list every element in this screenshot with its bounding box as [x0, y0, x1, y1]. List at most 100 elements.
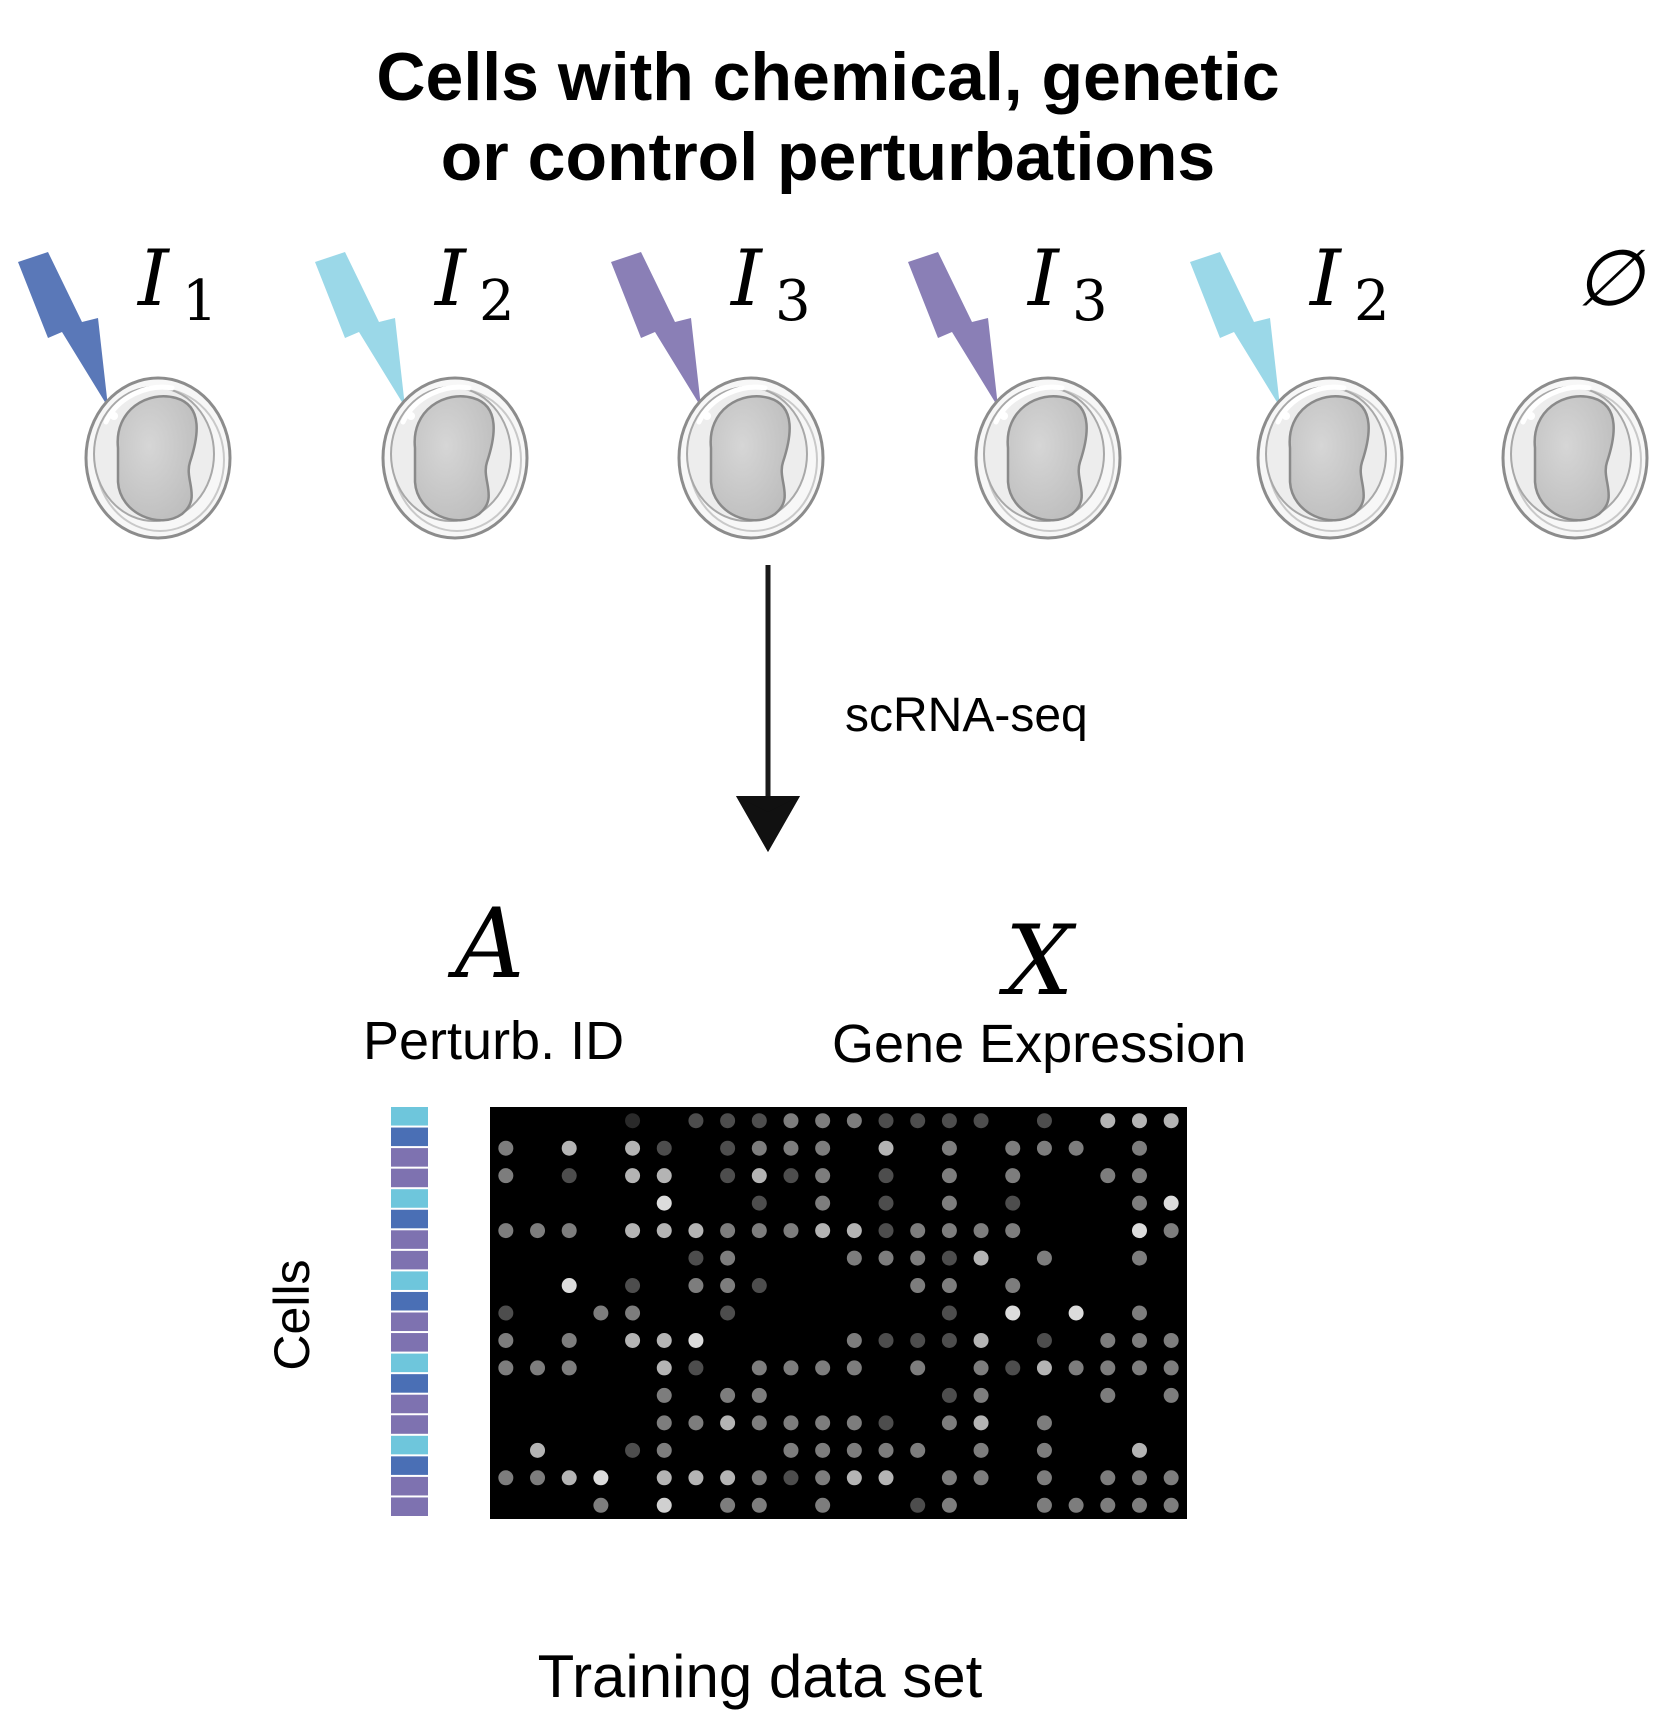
expression-dot [878, 1140, 894, 1156]
expression-dot [530, 1470, 546, 1486]
expression-dot [498, 1470, 514, 1486]
expression-dot [1131, 1250, 1147, 1266]
expression-dot [846, 1470, 862, 1486]
expression-dot [1131, 1497, 1147, 1513]
expression-dot [751, 1113, 767, 1129]
expression-dot [941, 1332, 957, 1348]
expression-dot [910, 1223, 926, 1239]
expression-dot [625, 1278, 641, 1294]
expression-dot [498, 1140, 514, 1156]
expression-dot [625, 1168, 641, 1184]
expression-dot [1036, 1442, 1052, 1458]
expression-dot [1163, 1113, 1179, 1129]
expression-dot [1163, 1497, 1179, 1513]
expression-dot [815, 1223, 831, 1239]
perturbation-subscript: 1 [182, 269, 218, 334]
expression-dot [720, 1278, 736, 1294]
expression-dot [941, 1387, 957, 1403]
perturbation-bolt-icon [908, 252, 998, 407]
expression-dot [751, 1195, 767, 1211]
expression-dot [625, 1442, 641, 1458]
expression-dot [498, 1332, 514, 1348]
expression-dot [751, 1223, 767, 1239]
expression-dot [1131, 1140, 1147, 1156]
expression-dot [656, 1442, 672, 1458]
expression-dot [751, 1415, 767, 1431]
expression-dot [941, 1113, 957, 1129]
expression-dot [1005, 1168, 1021, 1184]
expression-dot [910, 1250, 926, 1266]
scrna-seq-label: scRNA-seq [845, 689, 1088, 742]
expression-dot [941, 1470, 957, 1486]
expression-dot [625, 1223, 641, 1239]
perturb-id-cell [391, 1189, 428, 1208]
perturb-id-cell [391, 1127, 428, 1147]
expression-dot [878, 1442, 894, 1458]
expression-dot [910, 1113, 926, 1129]
perturb-id-cell [391, 1148, 428, 1167]
expression-dot [1068, 1360, 1084, 1376]
perturbation-bolt-icon [18, 252, 108, 407]
expression-dot [815, 1113, 831, 1129]
expression-dot [688, 1278, 704, 1294]
expression-dot [656, 1387, 672, 1403]
expression-dot [1036, 1113, 1052, 1129]
expression-dot [973, 1332, 989, 1348]
perturb-id-cell [391, 1353, 428, 1373]
expression-dot [656, 1415, 672, 1431]
expression-dot [1036, 1497, 1052, 1513]
nucleus [1533, 395, 1615, 522]
perturb-id-cell [391, 1168, 428, 1188]
nucleus [1288, 395, 1370, 522]
expression-dot [720, 1305, 736, 1321]
expression-dot [815, 1360, 831, 1376]
expression-dot [656, 1497, 672, 1513]
perturbation-subscript: 3 [1072, 269, 1108, 334]
cell-icon [974, 376, 1122, 540]
expression-dot [720, 1387, 736, 1403]
expression-dot [878, 1250, 894, 1266]
training-data-set-label: Training data set [537, 1643, 983, 1710]
expression-dot [688, 1415, 704, 1431]
expression-dot [530, 1442, 546, 1458]
perturbation-bolt-icon [1190, 252, 1280, 407]
nucleus [413, 395, 495, 522]
expression-dot [1131, 1360, 1147, 1376]
perturb-id-cell [391, 1435, 428, 1455]
expression-dot [1100, 1470, 1116, 1486]
expression-dot [1163, 1332, 1179, 1348]
expression-dot [751, 1470, 767, 1486]
expression-dot [783, 1223, 799, 1239]
gene-expression-caption: Gene Expression [832, 1014, 1247, 1074]
expression-dot [688, 1113, 704, 1129]
expression-dot [815, 1470, 831, 1486]
expression-dot [973, 1360, 989, 1376]
perturbation-bolt-icon [611, 252, 701, 407]
expression-dot [973, 1223, 989, 1239]
perturb-id-cell [391, 1107, 428, 1126]
expression-dot [878, 1332, 894, 1348]
expression-dot [815, 1195, 831, 1211]
expression-dot [1100, 1332, 1116, 1348]
expression-dot [751, 1278, 767, 1294]
nucleus [709, 395, 791, 522]
cell-icon [381, 376, 529, 540]
cell-icon [1256, 376, 1404, 540]
expression-dot [1005, 1140, 1021, 1156]
expression-dot [1005, 1278, 1021, 1294]
expression-dot [720, 1415, 736, 1431]
cell-6: ∅ [1501, 234, 1649, 540]
expression-dot [910, 1360, 926, 1376]
expression-dot [1100, 1168, 1116, 1184]
expression-dot [1131, 1168, 1147, 1184]
expression-dot [846, 1442, 862, 1458]
perturb-id-cell [391, 1291, 428, 1311]
expression-dot [878, 1168, 894, 1184]
expression-dot [1068, 1497, 1084, 1513]
expression-dot [1131, 1195, 1147, 1211]
expression-dot [1005, 1223, 1021, 1239]
expression-dot [1163, 1387, 1179, 1403]
